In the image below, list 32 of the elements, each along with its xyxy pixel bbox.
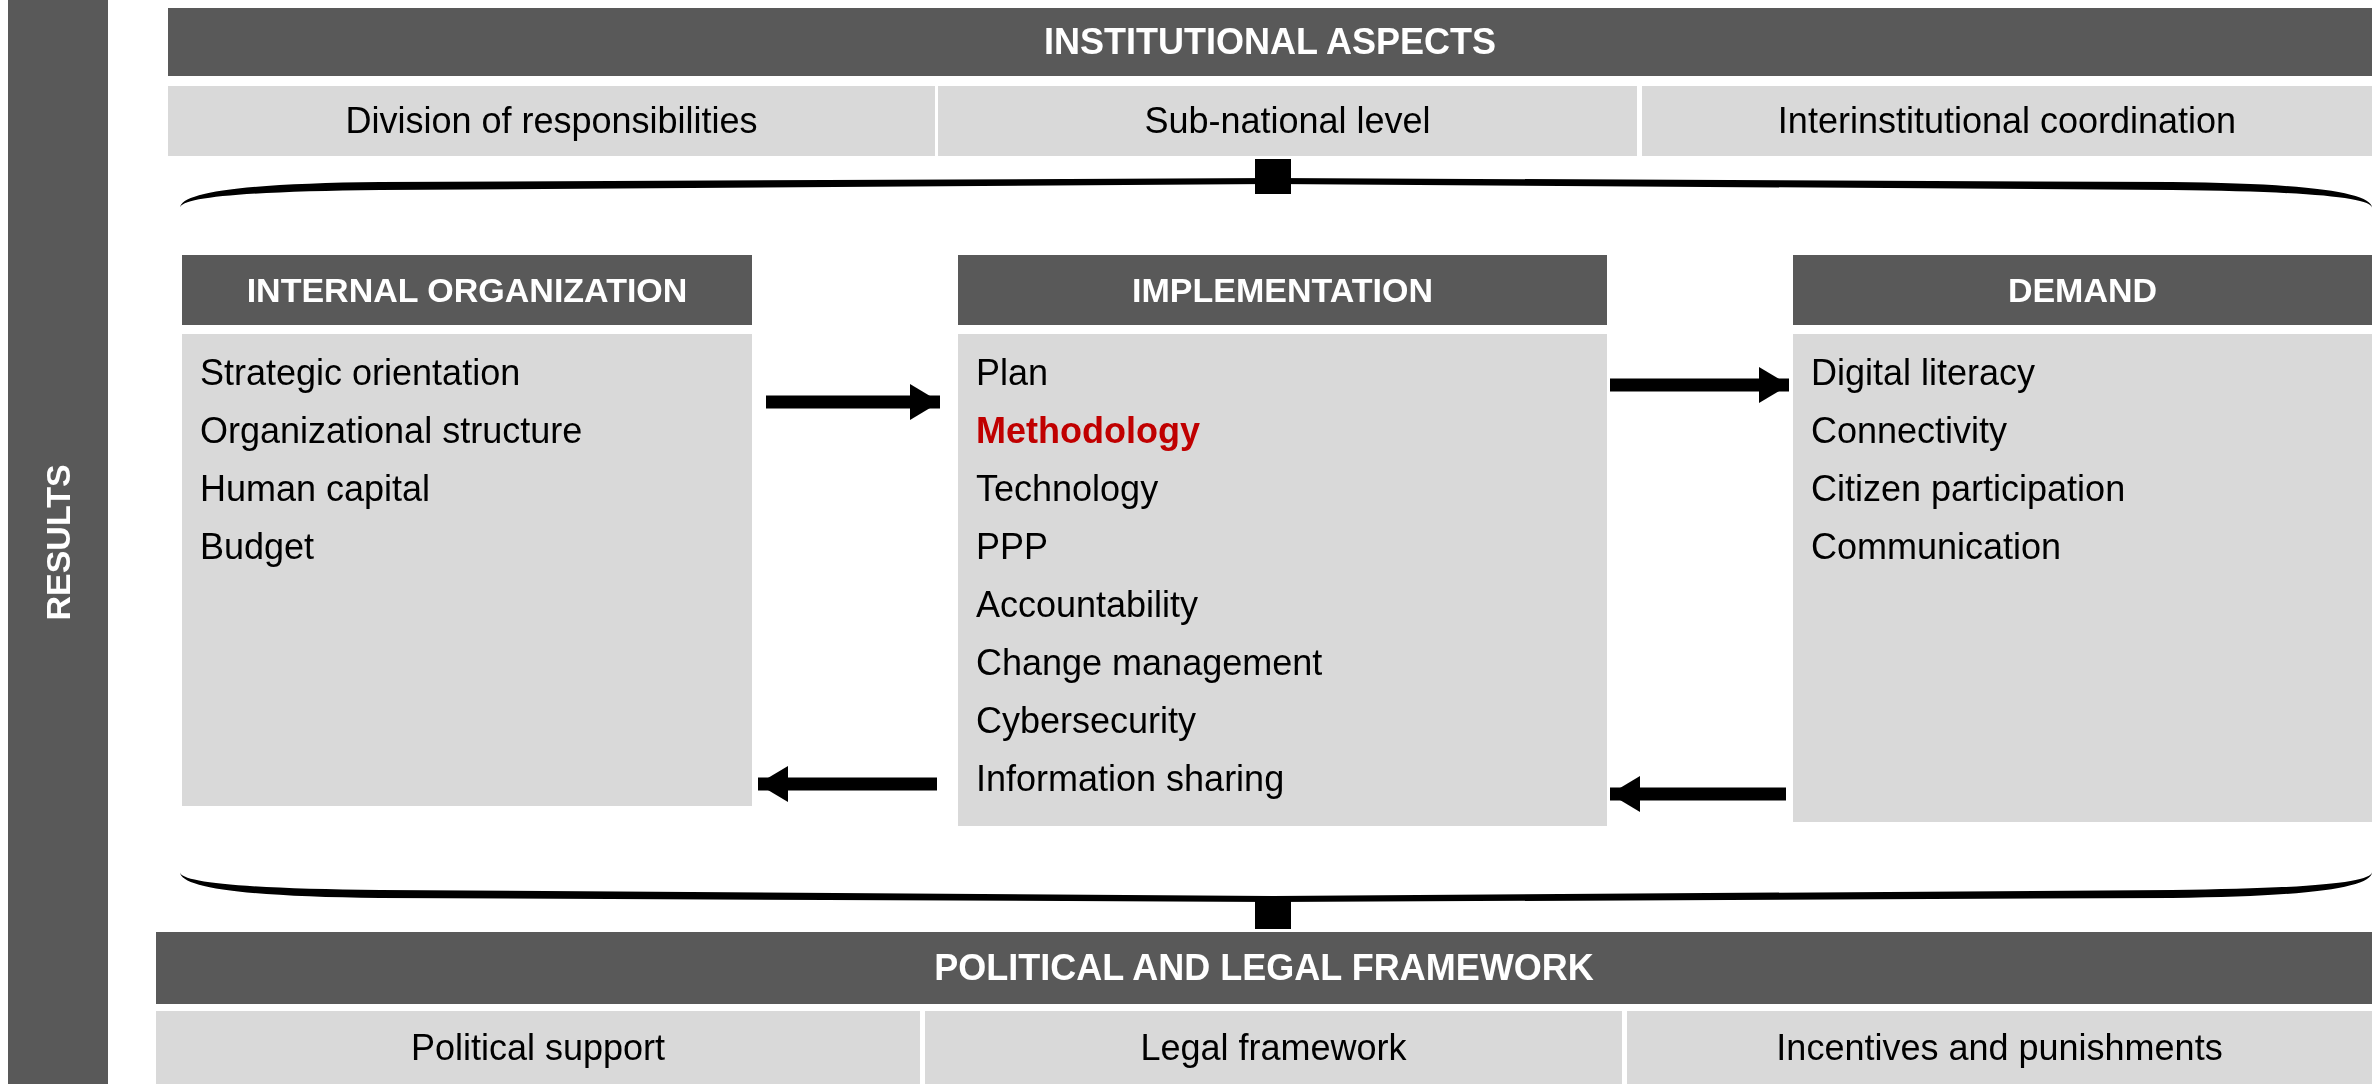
- list-item: Technology: [976, 467, 1159, 511]
- section-heading: INTERNAL ORGANIZATION: [182, 255, 752, 325]
- arrow: [1610, 776, 1786, 812]
- list-item: Human capital: [200, 467, 431, 511]
- list-item: Organizational structure: [200, 409, 583, 453]
- side-banner: RESULTS: [8, 0, 108, 1084]
- list-item: Digital literacy: [1811, 351, 2036, 395]
- list-item: Methodology: [976, 409, 1200, 453]
- category-cell: Interinstitutional coordination: [1642, 86, 2372, 156]
- list-item: Strategic orientation: [200, 351, 521, 395]
- category-cell: Legal framework: [925, 1011, 1622, 1084]
- list-item: Citizen participation: [1811, 467, 2126, 511]
- category-cell: Sub-national level: [938, 86, 1637, 156]
- list-item: Communication: [1811, 525, 2062, 569]
- category-cell: Division of responsibilities: [168, 86, 935, 156]
- list-item: Change management: [976, 641, 1323, 685]
- list-item: PPP: [976, 525, 1049, 569]
- list-item: Budget: [200, 525, 315, 569]
- section-heading: DEMAND: [1793, 255, 2372, 325]
- arrow: [1610, 367, 1789, 403]
- section-heading: IMPLEMENTATION: [958, 255, 1607, 325]
- category-cell: Political support: [156, 1011, 920, 1084]
- list-item: Information sharing: [976, 757, 1285, 801]
- category-cell: Incentives and punishments: [1627, 1011, 2372, 1084]
- list-item: Accountability: [976, 583, 1199, 627]
- arrow: [766, 384, 940, 420]
- arrow: [758, 766, 937, 802]
- section-heading: POLITICAL AND LEGAL FRAMEWORK: [156, 932, 2372, 1004]
- list-item: Plan: [976, 351, 1049, 395]
- section-heading: INSTITUTIONAL ASPECTS: [168, 8, 2372, 76]
- list-item: Cybersecurity: [976, 699, 1197, 743]
- list-item: Connectivity: [1811, 409, 2008, 453]
